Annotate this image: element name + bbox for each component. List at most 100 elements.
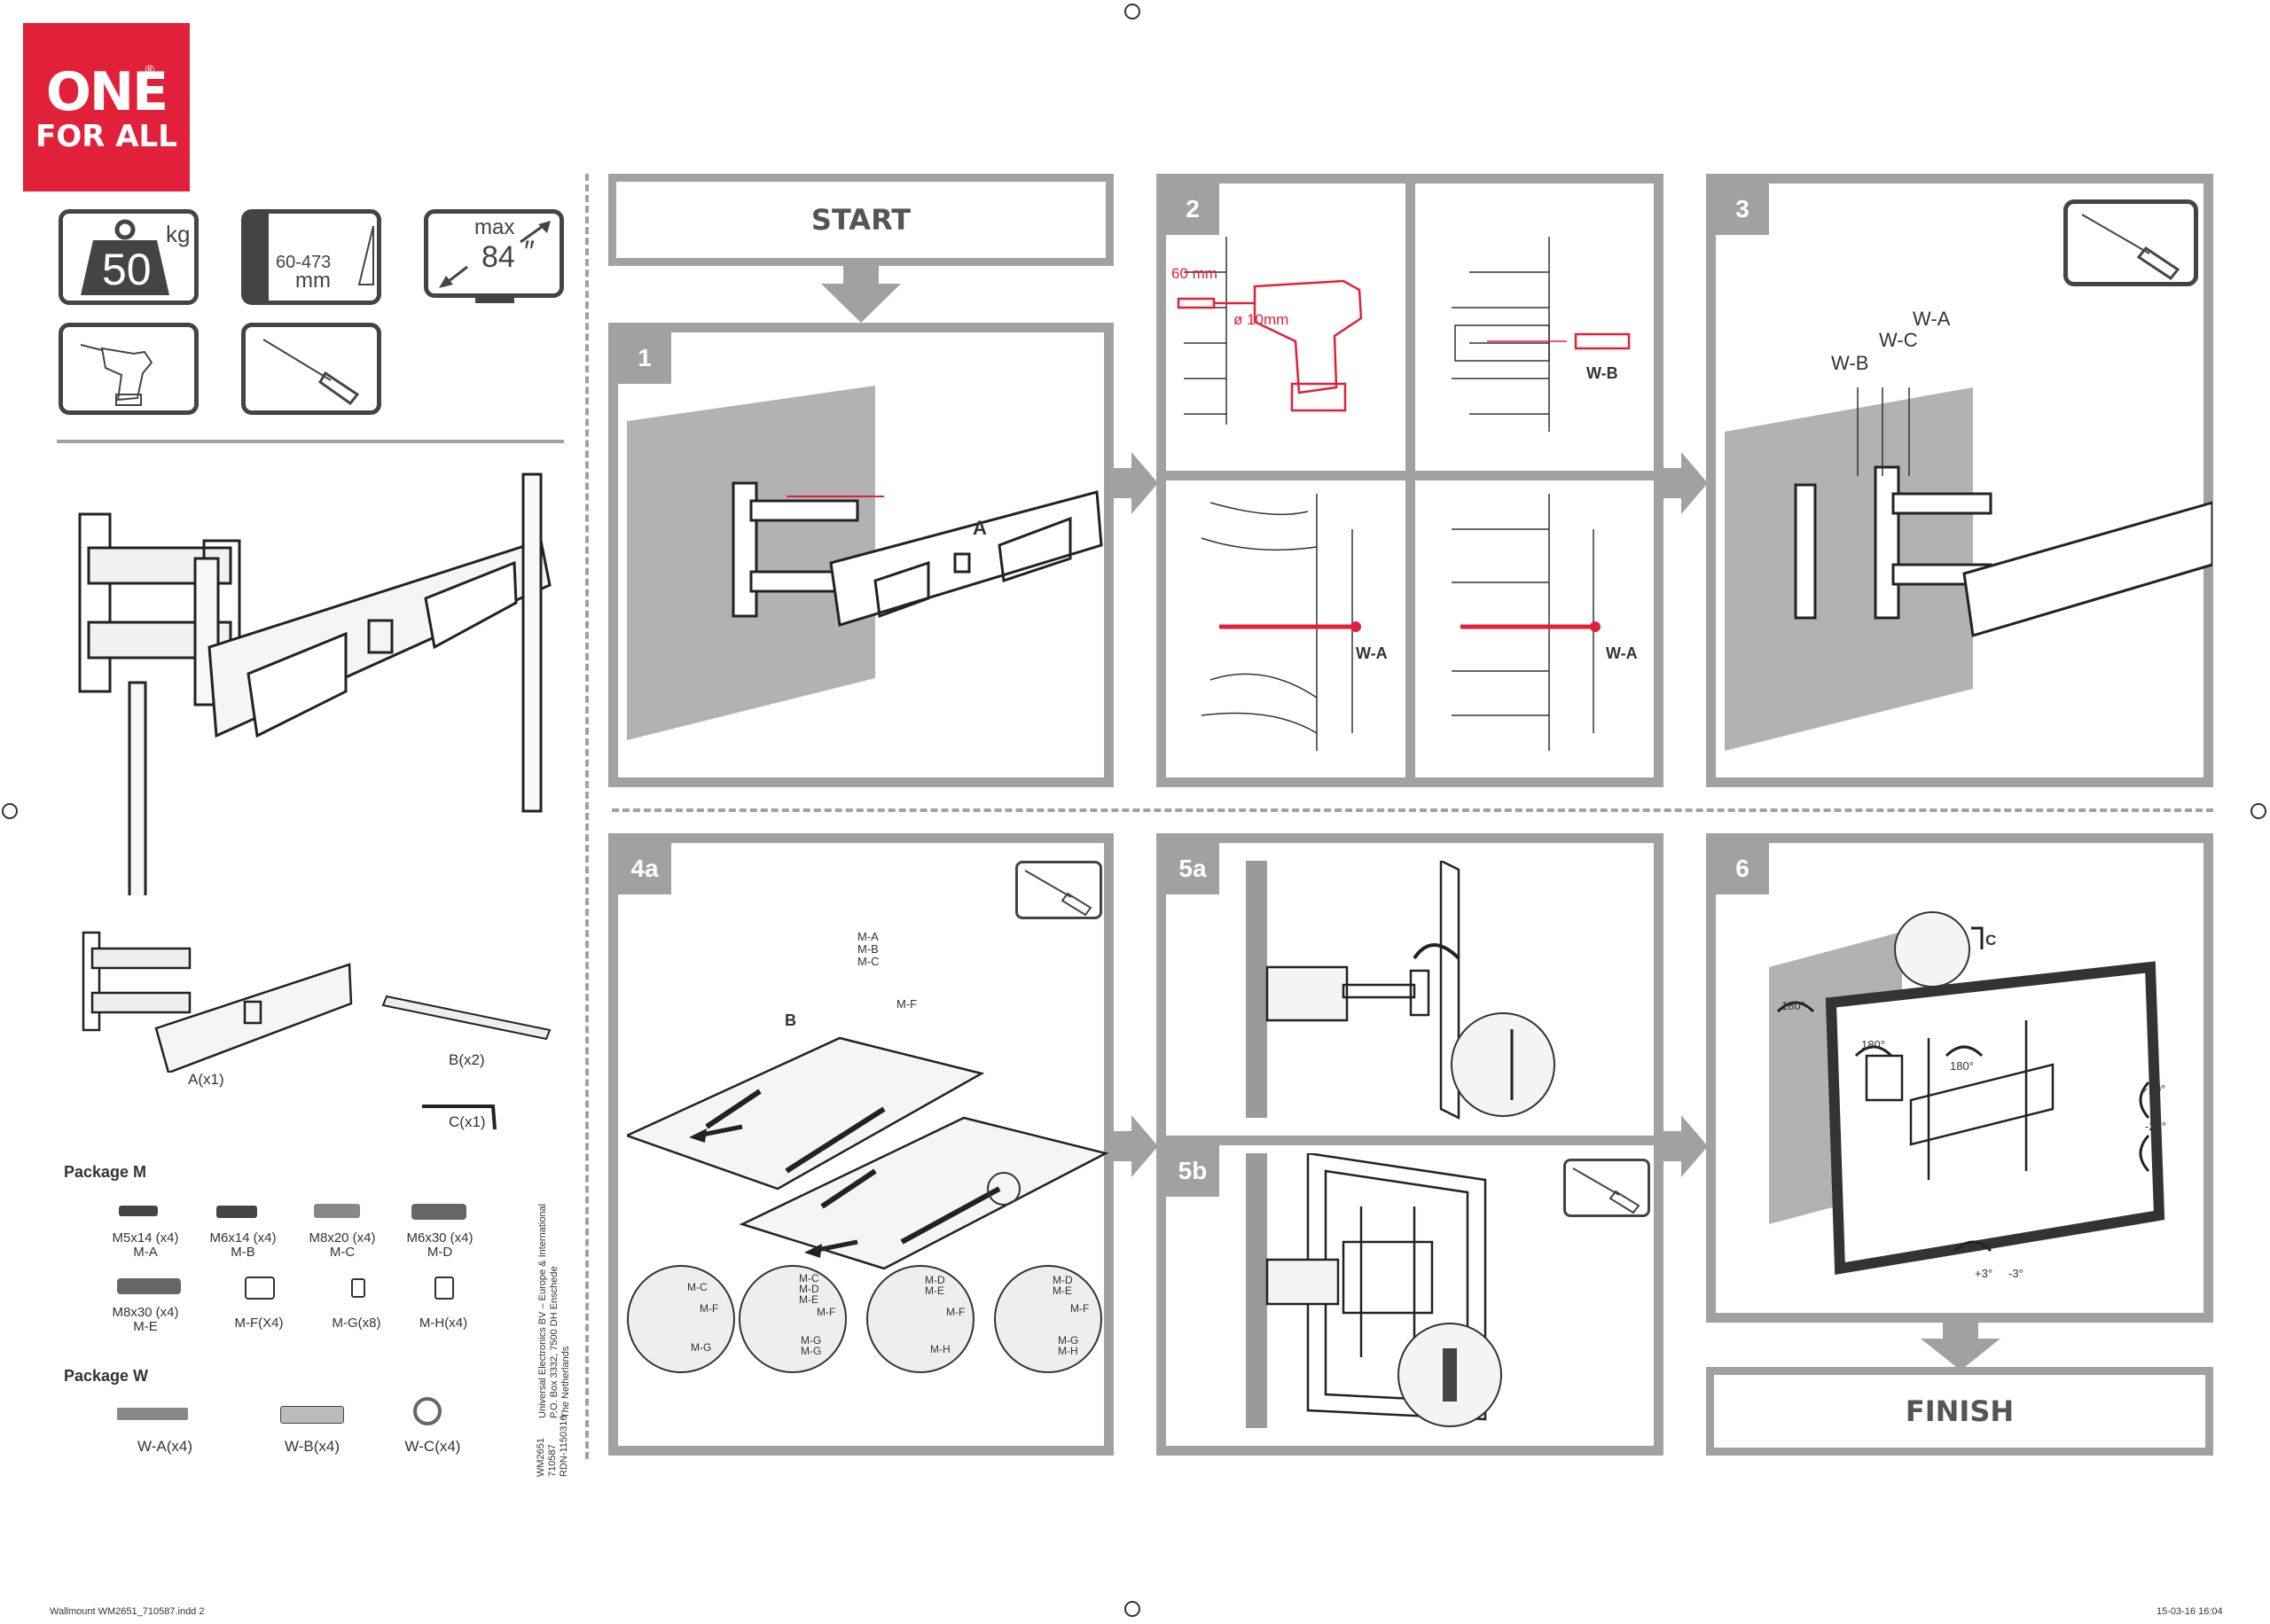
part-b-label: B(x2): [449, 1051, 485, 1068]
rotation-180-right: 180°: [1950, 1059, 1974, 1073]
screw-m-e: [117, 1278, 181, 1294]
step-4a-panel: 4a B M-A M-B M-C M-F M-C M-F M-G M-C M-D…: [608, 833, 1114, 1456]
part-w-c-label: W-C(x4): [404, 1438, 461, 1455]
depth-unit: mm: [295, 269, 331, 293]
wall-plug-illustration: [1452, 237, 1631, 432]
detail-2-mf: M-F: [817, 1306, 836, 1318]
tv-stand-bar: [475, 298, 514, 303]
brand-logo: ONE ® FOR ALL: [23, 23, 190, 191]
step-5-horizontal-sep: [1166, 1136, 1654, 1145]
step-1-panel: 1 A: [608, 323, 1114, 787]
screw-m-c: [314, 1204, 360, 1218]
step-6-number: 6: [1716, 843, 1769, 894]
step-3-panel: 3 W-A W-C W-B: [1706, 174, 2213, 787]
detail-2-mc: M-C: [799, 1272, 819, 1284]
step-6-panel: 6 C 180° 180° 180° +10° -20° +3° -3°: [1706, 833, 2213, 1323]
detail-4-mf: M-F: [1070, 1302, 1090, 1315]
brand-line1: ONE: [45, 61, 168, 123]
screwdriver-icon: [1024, 870, 1092, 917]
footer-date: 15-03-16 16:04: [2156, 1606, 2223, 1617]
detail-4-md: M-D: [1053, 1274, 1073, 1286]
detail-circle-2: [739, 1265, 847, 1373]
package-w-title: Package W: [64, 1367, 149, 1385]
screw-m-d-size: M6x30 (x4): [406, 1230, 474, 1245]
wood-screw-w-a: [117, 1408, 188, 1420]
registration-mark-bottom: [1124, 1601, 1140, 1617]
detail-circle-3: [866, 1265, 975, 1373]
detail-3-me: M-E: [925, 1284, 944, 1297]
detail-2-md: M-D: [799, 1283, 819, 1295]
weight-spec-box: 50 kg: [59, 209, 199, 305]
level-plus-label: +3°: [1975, 1267, 1993, 1280]
step-2-horizontal-sep: [1166, 471, 1654, 480]
spacer-m-h: [434, 1277, 454, 1300]
screw-m-a: [119, 1206, 158, 1216]
step-4a-number: 4a: [618, 843, 671, 894]
detail-1-mf: M-F: [700, 1302, 719, 1315]
wall-profile-icon: [357, 225, 374, 285]
screen-size-spec-box: max 84 ″: [424, 209, 564, 298]
model-code2: RDN-1150316: [559, 1415, 569, 1477]
screw-m-a-code: M-A: [133, 1245, 158, 1260]
washer-w-c: [413, 1397, 442, 1425]
depth-spec-box: 60-473 mm: [241, 209, 381, 305]
detail-3-mf: M-F: [946, 1306, 966, 1318]
step-3-wc-label: W-C: [1879, 329, 1918, 351]
rotation-180-left: 180°: [1861, 1038, 1885, 1051]
screwdriver-icon: [262, 339, 360, 406]
screw-m-c-code: M-C: [329, 1245, 356, 1260]
part-a-label: A(x1): [188, 1071, 224, 1088]
package-m-items: M5x14 (x4) M-A M6x14 (x4) M-B M8x20 (x4)…: [99, 1197, 489, 1347]
detail-2-mg-2: M-G: [801, 1345, 822, 1357]
brand-registered-mark: ®: [145, 62, 154, 76]
wood-screw-illustration: [1201, 494, 1361, 751]
depth-value: 60-473: [276, 253, 332, 272]
bracket-part-b: [381, 995, 552, 1041]
down-arrow-finish: [1921, 1321, 2000, 1370]
screw-m-a-size: M5x14 (x4): [112, 1230, 179, 1245]
company-line2: P.O. Box 3332, 7500 DH Enschede: [549, 1266, 560, 1418]
screwdriver-tool-box: [241, 323, 381, 415]
wall-mount-illustration: [78, 472, 552, 895]
step-3-wa-label: W-A: [1913, 308, 1951, 330]
detail-2-mg-1: M-G: [801, 1334, 822, 1347]
screw-m-e-code: M-E: [133, 1319, 158, 1334]
right-arrow-3: [1110, 1115, 1158, 1177]
step-3-wb-label: W-B: [1831, 352, 1869, 374]
screw-m-d: [411, 1204, 466, 1220]
start-box: START: [608, 174, 1114, 266]
step-5b-screwdriver-box: [1563, 1159, 1650, 1217]
section-divider: [57, 440, 564, 443]
step-5a-number: 5a: [1166, 843, 1219, 894]
step-5b-number: 5b: [1166, 1145, 1219, 1197]
detail-circle-1: [627, 1265, 735, 1373]
diagonal-arrow-icon: [439, 221, 551, 288]
step-5-panel: 5a 5b: [1156, 833, 1663, 1456]
weight-icon: [81, 219, 169, 295]
step-4a-screwdriver-box: [1015, 861, 1102, 919]
footer-filename: Wallmount WM2651_710587.indd 2: [50, 1606, 205, 1617]
finish-label: FINISH: [1905, 1394, 2015, 1428]
screw-m-b-code: M-B: [231, 1245, 255, 1260]
drill-icon: [80, 344, 153, 406]
detail-circle-4: [994, 1265, 1102, 1373]
step-3-screwdriver-box: [2063, 199, 2198, 286]
tilt-up-label: +10°: [2141, 1082, 2166, 1096]
vertical-dashed-divider: [585, 174, 589, 1459]
brand-line2: FOR ALL: [35, 119, 177, 154]
right-arrow-1: [1110, 452, 1158, 514]
detail-2-me: M-E: [799, 1293, 818, 1306]
start-label: START: [810, 203, 912, 237]
detail-4-mg: M-G: [1058, 1334, 1079, 1347]
step-4a-label-mb: M-B: [857, 942, 879, 956]
step-5b-illustration: [1246, 1153, 1502, 1428]
step-1-label-a: A: [973, 517, 987, 539]
step-6-illustration: [1769, 911, 2165, 1276]
part-w-a-label: W-A(x4): [137, 1438, 192, 1455]
company-line1: Universal Electronics BV – Europe & Inte…: [537, 1203, 548, 1418]
step-2-wa-label-1: W-A: [1356, 644, 1388, 662]
step-4a-label-ma: M-A: [857, 930, 879, 943]
step-2-number: 2: [1166, 183, 1219, 235]
part-m-g-label: M-G(x8): [332, 1316, 381, 1331]
drill-tool-box: [59, 323, 199, 415]
